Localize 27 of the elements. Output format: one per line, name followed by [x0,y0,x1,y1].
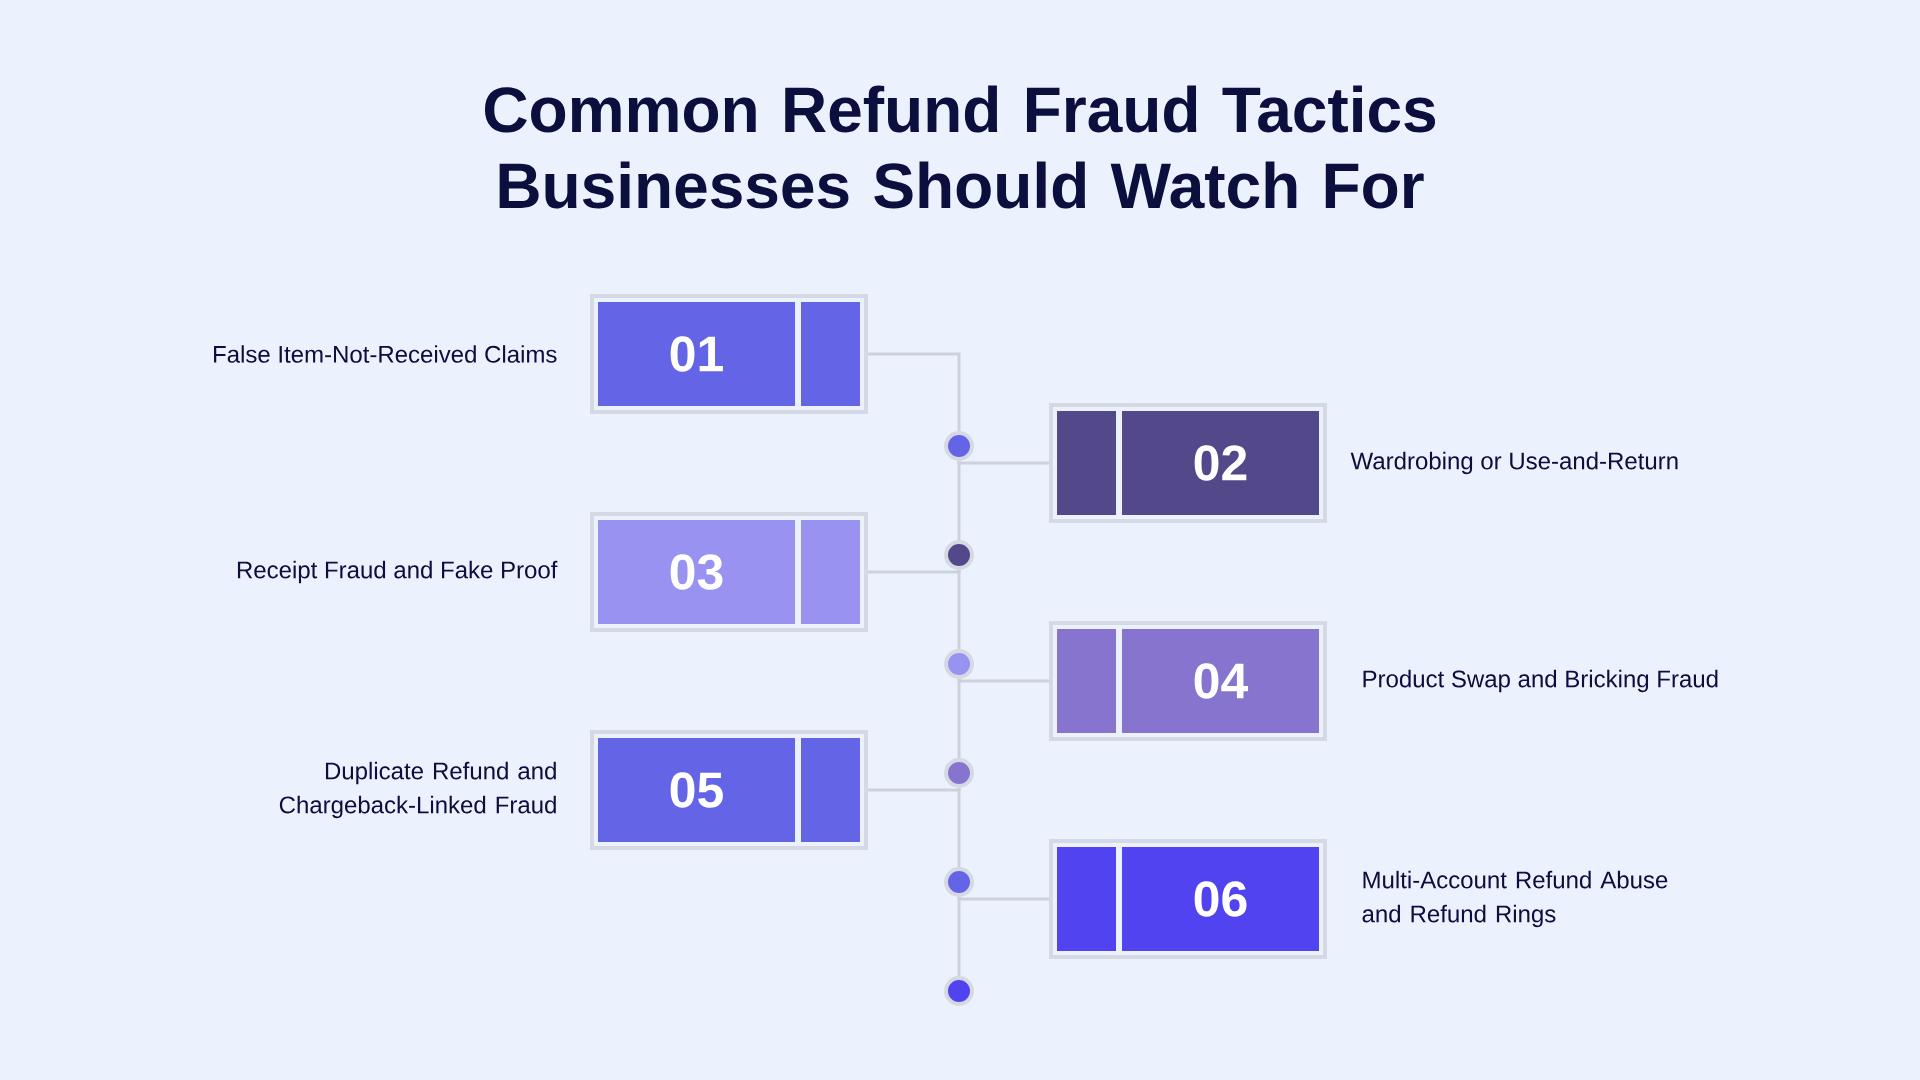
connector-line [868,569,961,574]
number-box: 06 [1049,839,1327,959]
timeline-dot [944,867,974,897]
description-text: Duplicate Refund and Chargeback-Linked Fraud [279,761,556,819]
number-box: 03 [590,512,868,632]
description-text: Wardrobing or Use-and-Return [1350,451,1678,475]
number-box: 01 [590,294,868,414]
connector-line [957,570,961,649]
timeline-dot [944,649,974,679]
number-box: 02 [1049,403,1327,523]
number-box: 05 [590,730,868,850]
description-text: Receipt Fraud and Fake Proof [237,560,558,584]
connector-line [957,897,961,976]
connector-line [957,461,961,540]
timeline-dot [944,540,974,570]
connector-line [868,352,961,431]
description-text: False Item-Not-Received Claims [214,345,557,363]
connector-line [957,788,961,867]
description-text: Multi-Account Refund Abuse and Refund Rings [1362,870,1668,928]
number-box: 04 [1049,621,1327,741]
timeline-dot [944,431,974,461]
description-text: Product Swap and Bricking Fraud [1363,669,1718,693]
timeline-dot [944,758,974,788]
timeline-dot [944,976,974,1006]
title: Common Refund Fraud Tactics Businesses Should Watch For [484,85,1436,209]
connector-line [868,787,961,792]
connector-line [957,679,961,758]
